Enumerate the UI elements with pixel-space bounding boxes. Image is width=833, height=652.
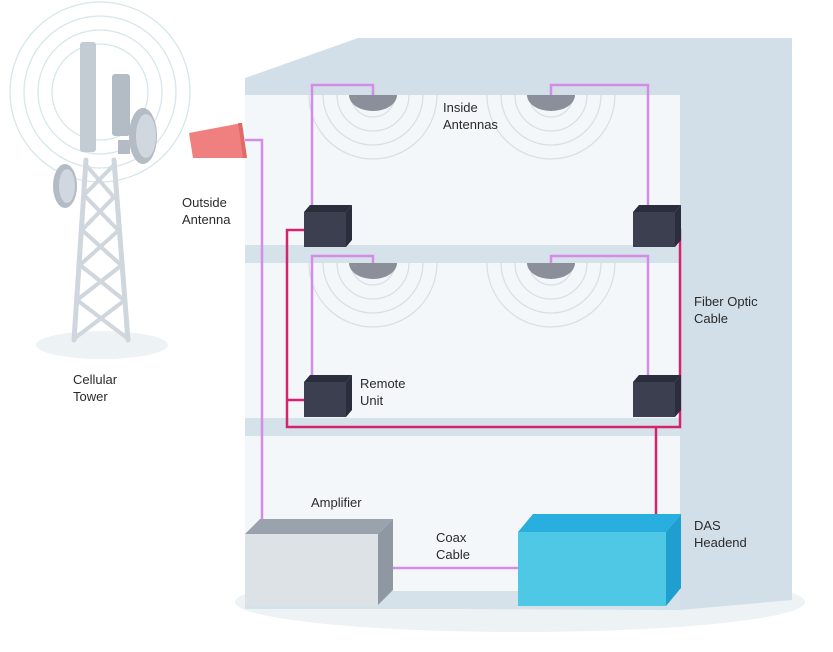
label-outside-antenna-line1: Outside bbox=[182, 195, 227, 210]
inside-antenna-icons bbox=[349, 95, 575, 279]
remote-unit-box bbox=[633, 205, 681, 247]
remote-unit-boxes bbox=[304, 205, 681, 417]
label-amplifier: Amplifier bbox=[311, 494, 362, 511]
label-fiber-optic-cable: Fiber Optic Cable bbox=[694, 293, 758, 327]
label-cellular-tower: Cellular Tower bbox=[73, 371, 117, 405]
coax-cable-network bbox=[245, 83, 650, 570]
label-remote-unit: Remote Unit bbox=[360, 375, 406, 409]
label-fiber-optic-cable-line1: Fiber Optic bbox=[694, 294, 758, 309]
label-inside-antennas-line1: Inside bbox=[443, 100, 478, 115]
tower-dish-icon bbox=[53, 108, 157, 208]
cellular-tower bbox=[71, 157, 131, 343]
signal-rings-floor-2 bbox=[308, 263, 616, 328]
remote-unit-box bbox=[304, 205, 352, 247]
label-remote-unit-line2: Unit bbox=[360, 393, 384, 408]
label-das-headend-line2: Headend bbox=[694, 535, 747, 550]
tower-signal-rings bbox=[9, 1, 191, 183]
remote-unit-box bbox=[633, 375, 681, 417]
label-outside-antenna-line2: Antenna bbox=[182, 212, 231, 227]
outside-antenna-icon bbox=[189, 123, 247, 158]
building bbox=[245, 38, 792, 610]
label-das-headend-line1: DAS bbox=[694, 518, 721, 533]
floor-3-slab bbox=[245, 245, 680, 263]
label-cellular-tower-line1: Cellular bbox=[73, 372, 118, 387]
label-das-headend: DAS Headend bbox=[694, 517, 747, 551]
label-fiber-optic-cable-line2: Cable bbox=[694, 311, 728, 326]
label-coax-cable-line1: Coax bbox=[436, 530, 467, 545]
label-outside-antenna: Outside Antenna bbox=[182, 194, 230, 228]
label-inside-antennas: Inside Antennas bbox=[443, 99, 498, 133]
signal-rings-floor-3 bbox=[308, 95, 616, 160]
label-remote-unit-line1: Remote bbox=[360, 376, 406, 391]
tower-panel-antennas bbox=[80, 42, 130, 154]
label-inside-antennas-line2: Antennas bbox=[443, 117, 498, 132]
label-coax-cable-line2: Cable bbox=[436, 547, 470, 562]
remote-unit-box bbox=[304, 375, 352, 417]
label-cellular-tower-line2: Tower bbox=[73, 389, 108, 404]
outside-antenna-shade bbox=[238, 123, 247, 158]
label-amplifier-text: Amplifier bbox=[311, 495, 362, 510]
label-coax-cable: Coax Cable bbox=[436, 529, 470, 563]
amplifier-box bbox=[245, 519, 393, 605]
tower-ground-shadow bbox=[36, 331, 168, 359]
das-headend-box bbox=[518, 514, 681, 606]
